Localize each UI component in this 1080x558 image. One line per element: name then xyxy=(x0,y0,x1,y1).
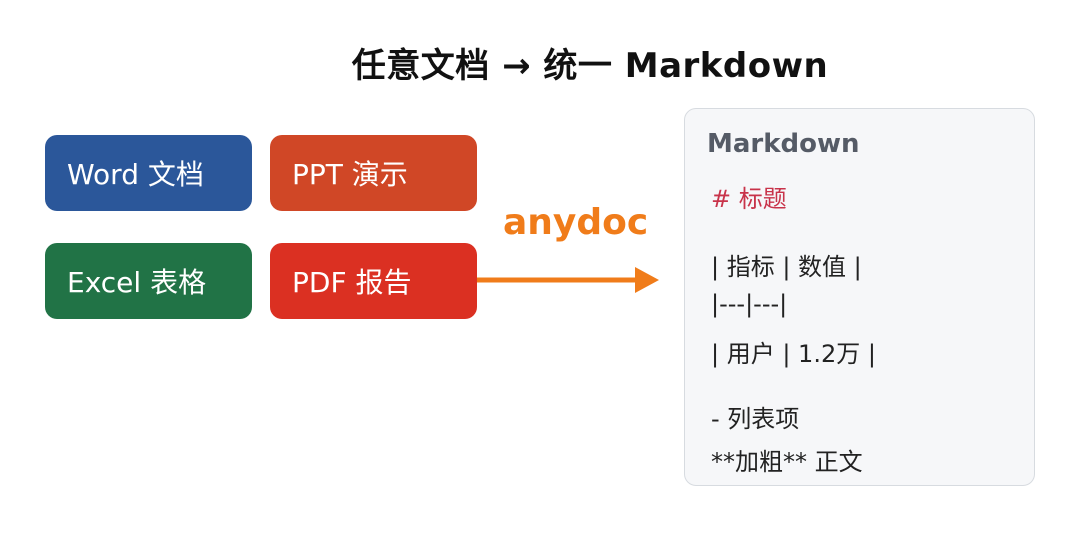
converter-label: anydoc xyxy=(503,202,649,243)
word-document-box: Word 文档 xyxy=(45,135,252,211)
markdown-table-row-line: | 用户 | 1.2万 | xyxy=(711,340,876,368)
markdown-table-separator-line: |---|---| xyxy=(711,290,788,318)
markdown-bold-text-line: **加粗** 正文 xyxy=(711,448,863,476)
markdown-list-item-line: - 列表项 xyxy=(711,405,800,433)
arrow-head xyxy=(635,267,659,293)
markdown-output-card: Markdown # 标题 | 指标 | 数值 | |---|---| | 用户… xyxy=(684,108,1035,486)
markdown-heading-line: # 标题 xyxy=(711,185,787,213)
conversion-arrow-icon xyxy=(477,267,659,293)
markdown-card-title: Markdown xyxy=(707,129,860,159)
markdown-table-header-line: | 指标 | 数值 | xyxy=(711,253,862,281)
excel-spreadsheet-box: Excel 表格 xyxy=(45,243,252,319)
pdf-report-box: PDF 报告 xyxy=(270,243,477,319)
diagram-title: 任意文档 → 统一 Markdown xyxy=(351,46,829,86)
ppt-presentation-box: PPT 演示 xyxy=(270,135,477,211)
